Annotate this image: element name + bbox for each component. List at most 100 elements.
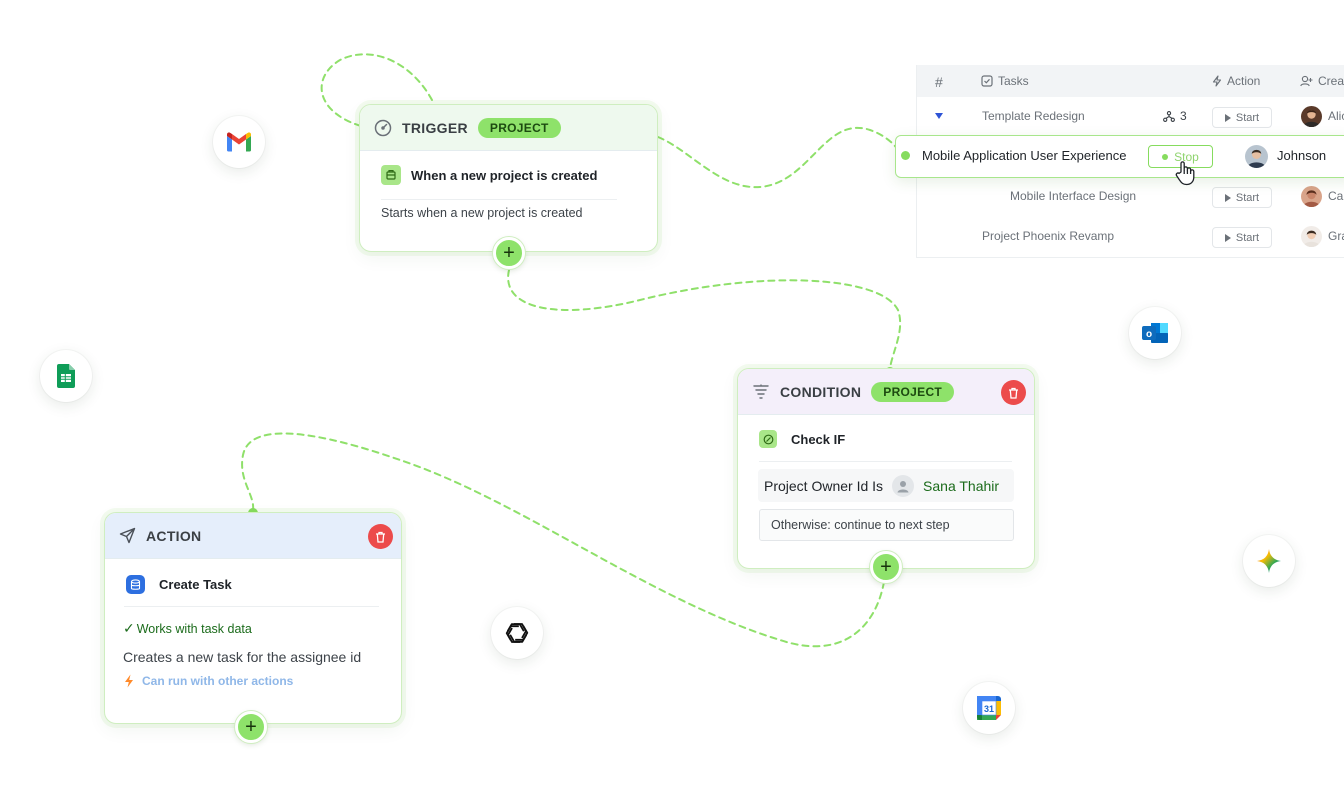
play-icon xyxy=(1224,233,1231,242)
trigger-card[interactable]: TRIGGER PROJECT When a new project is cr… xyxy=(359,104,658,252)
creator-column-label: Crea xyxy=(1318,74,1344,88)
play-icon xyxy=(1224,113,1231,122)
action-add-step-button[interactable]: + xyxy=(235,711,267,743)
project-box-icon xyxy=(381,165,401,185)
subtask-icon xyxy=(1163,110,1175,122)
action-column-header[interactable]: Action xyxy=(1212,74,1260,88)
openai-icon[interactable] xyxy=(491,607,543,659)
avatar xyxy=(1301,106,1322,127)
condition-delete-button[interactable] xyxy=(1001,380,1026,405)
funnel-icon xyxy=(752,384,770,400)
action-works-with-text: Works with task data xyxy=(136,621,252,636)
task-name[interactable]: Project Phoenix Revamp xyxy=(982,229,1115,243)
table-row[interactable]: Mobile Interface Design Start Ca xyxy=(917,177,1344,217)
action-name: Create Task xyxy=(159,577,232,592)
trash-icon xyxy=(1008,387,1019,399)
condition-project-badge: PROJECT xyxy=(871,381,955,402)
hash-icon: # xyxy=(935,74,943,90)
condition-rule-value: Sana Thahir xyxy=(923,477,1000,494)
trigger-event-label: When a new project is created xyxy=(411,167,598,183)
condition-add-step-button[interactable]: + xyxy=(870,551,902,583)
start-button[interactable]: Start xyxy=(1212,227,1272,248)
action-card[interactable]: ACTION Create Task ✓ Works with task dat… xyxy=(104,512,402,724)
start-button-label: Start xyxy=(1235,111,1260,124)
subtask-count: 3 xyxy=(1163,109,1187,123)
action-can-run: Can run with other actions xyxy=(124,674,293,688)
checkbox-icon xyxy=(981,75,993,87)
dragged-table-row[interactable]: Mobile Application User Experience Stop … xyxy=(895,135,1344,178)
start-button[interactable]: Start xyxy=(1212,187,1272,208)
condition-title: CONDITION xyxy=(780,383,862,400)
google-calendar-icon[interactable]: 31 xyxy=(963,682,1015,734)
dragged-task-name[interactable]: Mobile Application User Experience xyxy=(922,148,1127,163)
avatar xyxy=(1301,186,1322,207)
trigger-title: TRIGGER xyxy=(402,119,468,136)
user-avatar-icon xyxy=(892,474,915,497)
hand-cursor-icon xyxy=(1174,160,1196,191)
gmail-icon[interactable] xyxy=(213,116,265,168)
trigger-project-badge: PROJECT xyxy=(477,117,561,138)
checkmark-icon: ✓ xyxy=(123,620,135,636)
trigger-description: Starts when a new project is created xyxy=(381,206,583,220)
start-button-label: Start xyxy=(1235,191,1260,204)
avatar xyxy=(1245,145,1268,168)
condition-rule-field: Project Owner Id Is xyxy=(764,477,884,494)
start-button-label: Start xyxy=(1235,231,1260,244)
condition-otherwise-text: Otherwise: continue to next step xyxy=(771,518,950,532)
creator-column-header[interactable]: Crea xyxy=(1300,74,1344,88)
subtask-count-value: 3 xyxy=(1180,109,1187,123)
trigger-event-row: When a new project is created xyxy=(381,165,597,185)
outlook-icon[interactable]: o xyxy=(1129,307,1181,359)
lightning-icon xyxy=(1212,75,1222,87)
lightning-icon xyxy=(124,674,134,688)
condition-otherwise[interactable]: Otherwise: continue to next step xyxy=(759,509,1014,541)
action-card-header: ACTION xyxy=(105,513,401,559)
trigger-add-step-button[interactable]: + xyxy=(493,237,525,269)
action-can-run-text: Can run with other actions xyxy=(142,674,294,688)
action-title: ACTION xyxy=(146,527,202,544)
task-name[interactable]: Mobile Interface Design xyxy=(1010,189,1137,203)
gemini-icon[interactable] xyxy=(1243,535,1295,587)
condition-check-row: Check IF xyxy=(759,430,845,448)
outlook-letter: o xyxy=(1146,329,1152,340)
task-database-icon xyxy=(126,575,145,594)
condition-rule[interactable]: Project Owner Id Is Sana Thahir xyxy=(758,469,1014,502)
play-icon xyxy=(1224,193,1231,202)
condition-divider xyxy=(759,461,1012,462)
dragged-creator-name: Johnson xyxy=(1277,148,1327,163)
avatar xyxy=(1301,226,1322,247)
trash-icon xyxy=(375,531,386,543)
action-description: Creates a new task for the assignee id xyxy=(123,649,362,665)
user-plus-icon xyxy=(1300,75,1313,87)
tasks-column-header[interactable]: Tasks xyxy=(981,74,1029,88)
creator-name: Alic xyxy=(1328,109,1344,123)
action-column-label: Action xyxy=(1227,74,1261,88)
stop-button-label: Stop xyxy=(1174,149,1199,164)
condition-check-label: Check IF xyxy=(791,431,846,447)
action-works-with: ✓ Works with task data xyxy=(123,620,252,637)
task-name[interactable]: Template Redesign xyxy=(982,109,1085,123)
send-icon xyxy=(119,527,136,544)
calendar-day-text: 31 xyxy=(984,704,994,714)
start-button[interactable]: Start xyxy=(1212,107,1272,128)
expand-caret-icon[interactable] xyxy=(935,113,943,119)
trigger-divider xyxy=(381,199,617,200)
hash-column-header: # xyxy=(935,74,943,90)
tasks-table-header: # Tasks Action Crea xyxy=(917,65,1344,97)
speedometer-icon xyxy=(374,119,392,137)
trigger-card-header: TRIGGER PROJECT xyxy=(360,105,657,151)
check-circle-icon xyxy=(759,430,777,448)
condition-card[interactable]: CONDITION PROJECT Check IF Project Owner… xyxy=(737,368,1035,569)
action-delete-button[interactable] xyxy=(368,524,393,549)
tasks-column-label: Tasks xyxy=(998,74,1029,88)
status-dot xyxy=(901,151,910,160)
google-sheets-icon[interactable] xyxy=(40,350,92,402)
creator-name: Gra xyxy=(1328,229,1344,243)
table-row[interactable]: Template Redesign 3 Start Alic xyxy=(917,97,1344,137)
creator-name: Ca xyxy=(1328,189,1344,203)
table-row[interactable]: Project Phoenix Revamp Start Gra xyxy=(917,217,1344,257)
action-name-row: Create Task xyxy=(126,575,232,594)
action-divider xyxy=(124,606,379,607)
stop-dot-icon xyxy=(1162,153,1169,160)
condition-card-header: CONDITION PROJECT xyxy=(738,369,1034,415)
